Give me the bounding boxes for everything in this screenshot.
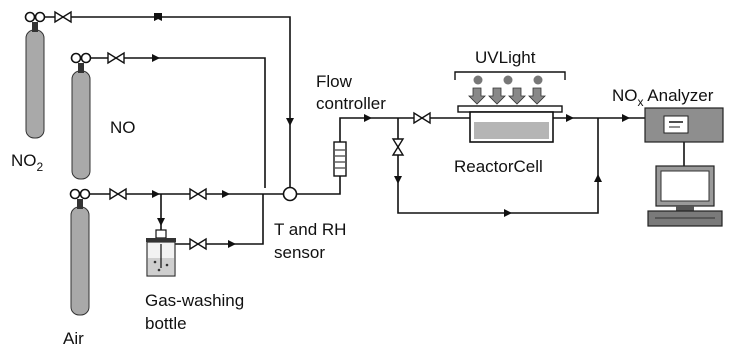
flow-controller: [333, 141, 347, 177]
nox-analyzer: [644, 107, 724, 143]
valve-no[interactable]: [107, 51, 125, 65]
gas-washing-bottle: [146, 229, 176, 277]
t-rh-label-line2: sensor: [274, 243, 325, 262]
uv-arrows: [468, 87, 546, 105]
reactor-cell-label: ReactorCell: [454, 157, 543, 176]
valve-air[interactable]: [109, 187, 127, 201]
air-label: Air: [63, 329, 84, 348]
t-rh-sensor: [282, 186, 298, 202]
pipe-network: [45, 16, 685, 245]
no2-cylinder: [24, 11, 46, 139]
no2-label: NO2: [11, 151, 44, 174]
valve-bypass[interactable]: [391, 138, 405, 156]
uv-light-label: UVLight: [475, 48, 536, 67]
flow-arrows: [152, 13, 630, 248]
valve-no2[interactable]: [54, 10, 72, 24]
uv-light-bracket: [454, 71, 566, 80]
valve-washing[interactable]: [189, 237, 207, 251]
nox-analyzer-label: NOx Analyzer: [612, 86, 714, 109]
uv-lamps: [473, 75, 543, 85]
flow-controller-label-line2: controller: [316, 94, 386, 113]
computer-monitor-icon: [647, 165, 723, 227]
no-cylinder: [70, 52, 92, 180]
valve-air-main-2[interactable]: [189, 187, 207, 201]
t-rh-label-line1: T and RH: [274, 220, 346, 239]
gas-washing-label-line1: Gas-washing: [145, 291, 244, 310]
valve-reactor-inlet[interactable]: [413, 111, 431, 125]
air-cylinder: [69, 188, 91, 316]
gas-washing-label-line2: bottle: [145, 314, 187, 333]
no-label: NO: [110, 118, 136, 137]
reactor-cell: [457, 105, 563, 143]
flow-controller-label-line1: Flow: [316, 72, 353, 91]
